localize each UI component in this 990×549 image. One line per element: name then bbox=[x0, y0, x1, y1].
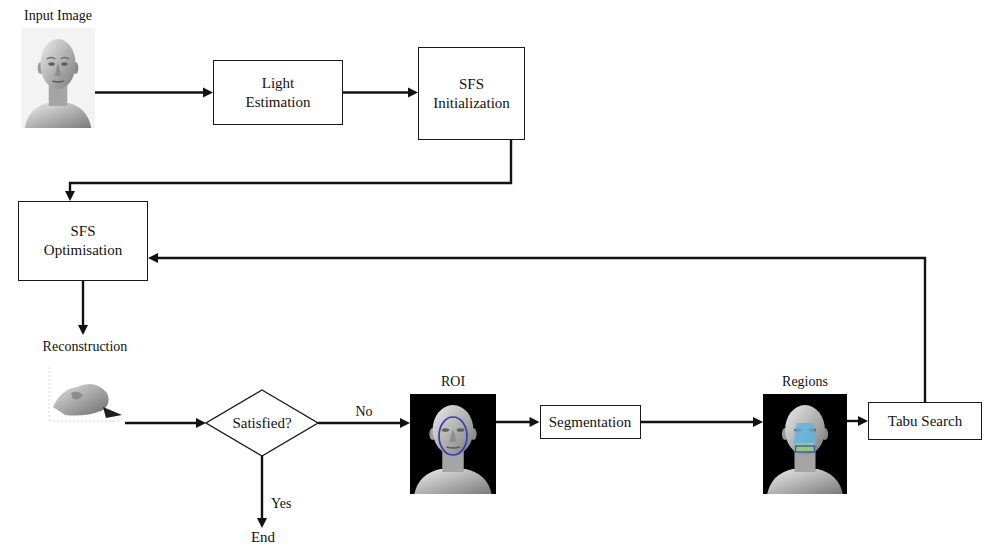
arrowhead bbox=[753, 417, 763, 427]
reconstruction-view: Reconstruction bbox=[10, 335, 160, 435]
process-box: Light Estimation bbox=[213, 60, 343, 125]
connector bbox=[65, 140, 511, 201]
connector bbox=[125, 418, 206, 428]
connector-line bbox=[496, 421, 531, 423]
decision-diamond: Satisfied? bbox=[206, 390, 318, 456]
arrowhead bbox=[196, 418, 206, 428]
image-heading: Input Image bbox=[8, 4, 108, 28]
process-box: SFS Optimisation bbox=[18, 201, 148, 281]
node-label: SFS Optimisation bbox=[33, 222, 133, 260]
connector-line bbox=[343, 91, 409, 93]
regions-face-image bbox=[763, 394, 847, 494]
connector-line bbox=[318, 422, 401, 424]
node-label: SFS Initialization bbox=[429, 75, 514, 113]
arrowhead bbox=[78, 325, 88, 335]
connector-line bbox=[261, 456, 263, 519]
connector-line bbox=[157, 258, 925, 402]
roi-face-image bbox=[410, 394, 496, 494]
input-face-image bbox=[21, 28, 95, 128]
arrowhead bbox=[408, 88, 418, 98]
connector bbox=[95, 88, 213, 98]
connector-line bbox=[125, 422, 197, 424]
node-label: Segmentation bbox=[549, 413, 632, 432]
arrowhead bbox=[400, 418, 410, 428]
arrowhead bbox=[530, 417, 540, 427]
arrowhead bbox=[203, 88, 213, 98]
connector bbox=[496, 417, 540, 427]
connector-line bbox=[95, 91, 204, 93]
process-box: SFS Initialization bbox=[418, 47, 525, 140]
edge-label: Yes bbox=[269, 496, 293, 512]
arrowhead bbox=[148, 253, 158, 263]
edge-label: No bbox=[353, 404, 374, 420]
image-heading: ROI bbox=[405, 370, 501, 394]
connector bbox=[847, 416, 868, 426]
connector-line bbox=[847, 420, 859, 422]
connector bbox=[148, 253, 925, 402]
connector bbox=[257, 456, 267, 528]
roi-image: ROI bbox=[405, 370, 501, 498]
input-image: Input Image bbox=[8, 4, 108, 134]
node-label: End bbox=[251, 529, 275, 546]
end-terminal: End bbox=[236, 528, 290, 546]
connector bbox=[343, 88, 418, 98]
node-label: Tabu Search bbox=[888, 412, 962, 431]
connector bbox=[78, 281, 88, 335]
node-label: Satisfied? bbox=[232, 415, 291, 432]
process-box: Tabu Search bbox=[868, 402, 982, 440]
connector bbox=[641, 417, 764, 427]
regions-image: Regions bbox=[757, 370, 853, 498]
process-box: Segmentation bbox=[540, 405, 641, 439]
image-heading: Reconstruction bbox=[10, 335, 160, 359]
node-label: Light Estimation bbox=[232, 74, 324, 112]
image-heading: Regions bbox=[757, 370, 853, 394]
connector-line bbox=[641, 421, 755, 423]
arrowhead bbox=[257, 518, 267, 528]
connector-line bbox=[82, 281, 84, 326]
connector-line bbox=[70, 140, 511, 192]
reconstruction-surface bbox=[45, 359, 125, 429]
arrowhead bbox=[65, 191, 75, 201]
arrowhead bbox=[858, 416, 868, 426]
